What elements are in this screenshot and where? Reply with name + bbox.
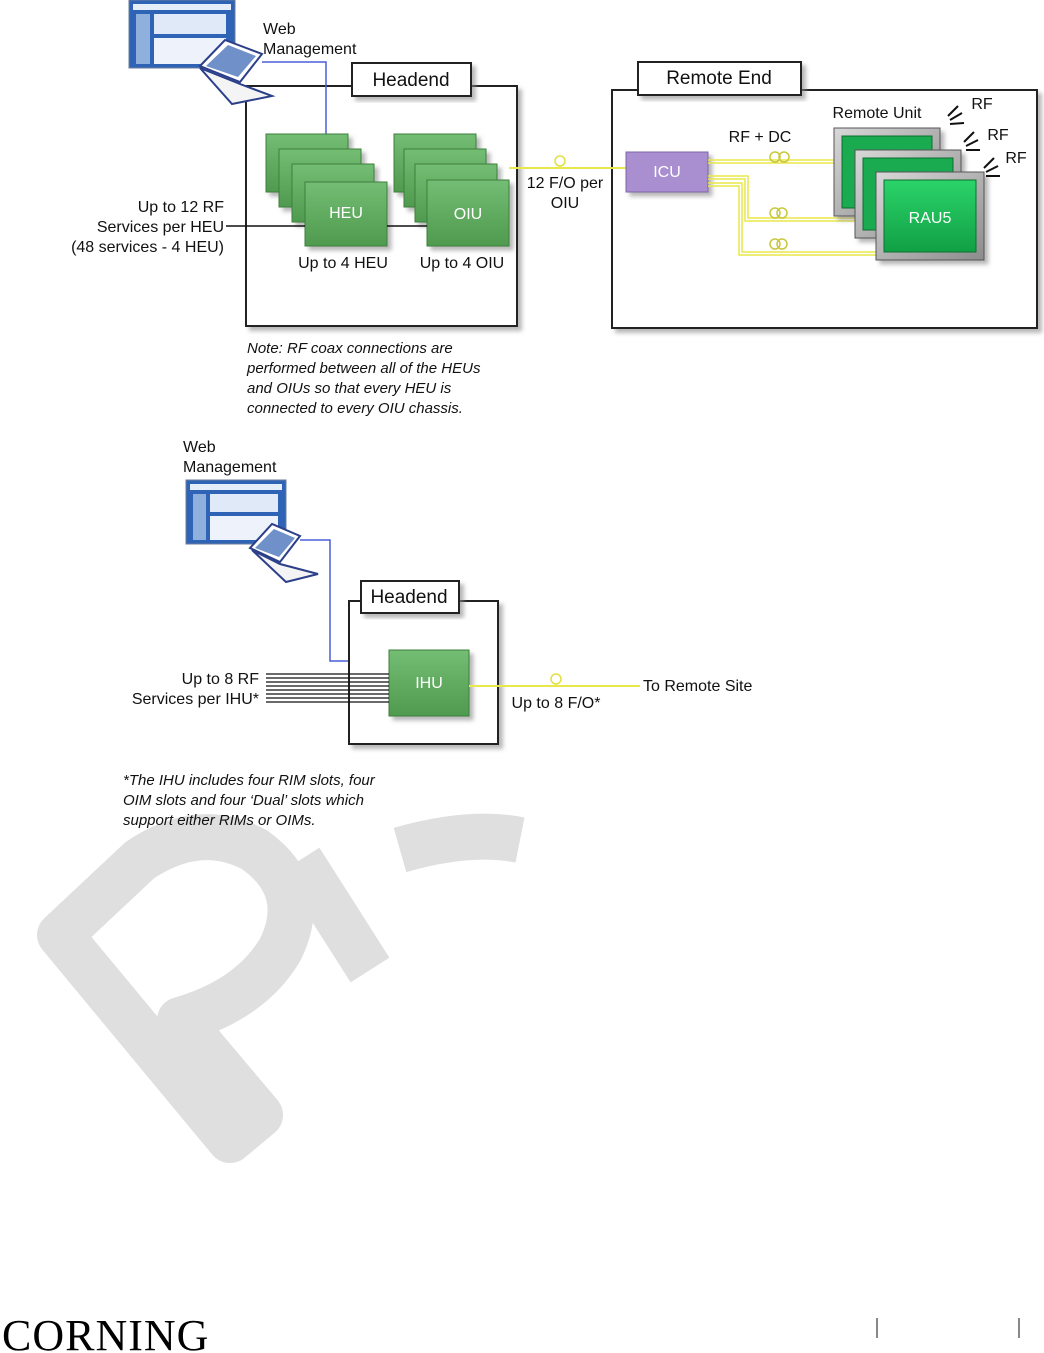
heu-label: HEU (329, 205, 363, 222)
heu-stack (265, 133, 388, 247)
remote-end-title: Remote End (666, 68, 772, 89)
rf-services-label-3: (48 services - 4 HEU) (71, 239, 224, 256)
cable-loops (769, 151, 790, 250)
rf-signal-icon (947, 105, 1000, 177)
rf-dc-cables (708, 159, 876, 256)
remote-site-label: To Remote Site (643, 678, 752, 695)
rf-label-1: RF (971, 96, 993, 113)
web-management-label-1: Web (263, 21, 296, 38)
rf-service-lines-bottom (266, 673, 389, 703)
laptop-icon-bottom (248, 522, 319, 584)
bottom-note-line-1: *The IHU includes four RIM slots, four (123, 772, 376, 789)
oiu-count-label: Up to 4 OIU (420, 255, 504, 272)
fiber-loop-bottom (550, 673, 562, 685)
remote-unit-label: Remote Unit (833, 105, 922, 122)
remote-unit-stack (833, 127, 985, 261)
rf-services-label-1: Up to 12 RF (138, 199, 224, 216)
fiber-label-1: 12 F/O per (527, 175, 604, 192)
bottom-note-line-3: support either RIMs or OIMs. (123, 812, 316, 829)
rf-services-label-2: Services per HEU (97, 219, 224, 236)
corning-logo: CORNING (2, 1311, 209, 1353)
remote-end-title-box (637, 61, 802, 96)
rf-services-b-label-2: Services per IHU* (132, 691, 259, 708)
oiu-stack (393, 133, 510, 247)
fiber-label-2: OIU (551, 195, 579, 212)
rf-services-b-label-1: Up to 8 RF (182, 671, 260, 688)
headend-title-box (351, 62, 472, 97)
ihu-box (388, 649, 470, 717)
top-note-line-3: and OIUs so that every HEU is (247, 380, 452, 397)
fiber-loop-top (554, 155, 566, 167)
web-management-label-2: Management (263, 41, 357, 58)
rf-label-3: RF (1005, 150, 1027, 167)
icu-box (625, 151, 709, 193)
heu-count-label: Up to 4 HEU (298, 255, 388, 272)
rf-dc-label: RF + DC (729, 129, 792, 146)
top-note-line-4: connected to every OIU chassis. (247, 400, 463, 417)
fiber-label-bottom: Up to 8 F/O* (512, 695, 601, 712)
web-management-b-label-1: Web (183, 439, 216, 456)
headend-title-bottom: Headend (370, 587, 447, 608)
top-note-line-1: Note: RF coax connections are (247, 340, 453, 357)
oiu-label: OIU (454, 206, 482, 223)
watermark: PR (37, 813, 525, 1163)
rau-label: RAU5 (909, 210, 952, 227)
top-note-line-2: performed between all of the HEUs (246, 360, 481, 377)
rf-label-2: RF (987, 127, 1009, 144)
web-link-top (262, 61, 327, 138)
headend-title-box-bottom (360, 580, 460, 614)
headend-title: Headend (372, 70, 449, 91)
icu-label: ICU (653, 164, 681, 181)
bottom-note-line-2: OIM slots and four ‘Dual’ slots which (123, 792, 364, 809)
laptop-icon (198, 38, 276, 106)
ihu-label: IHU (415, 675, 443, 692)
web-management-b-label-2: Management (183, 459, 277, 476)
